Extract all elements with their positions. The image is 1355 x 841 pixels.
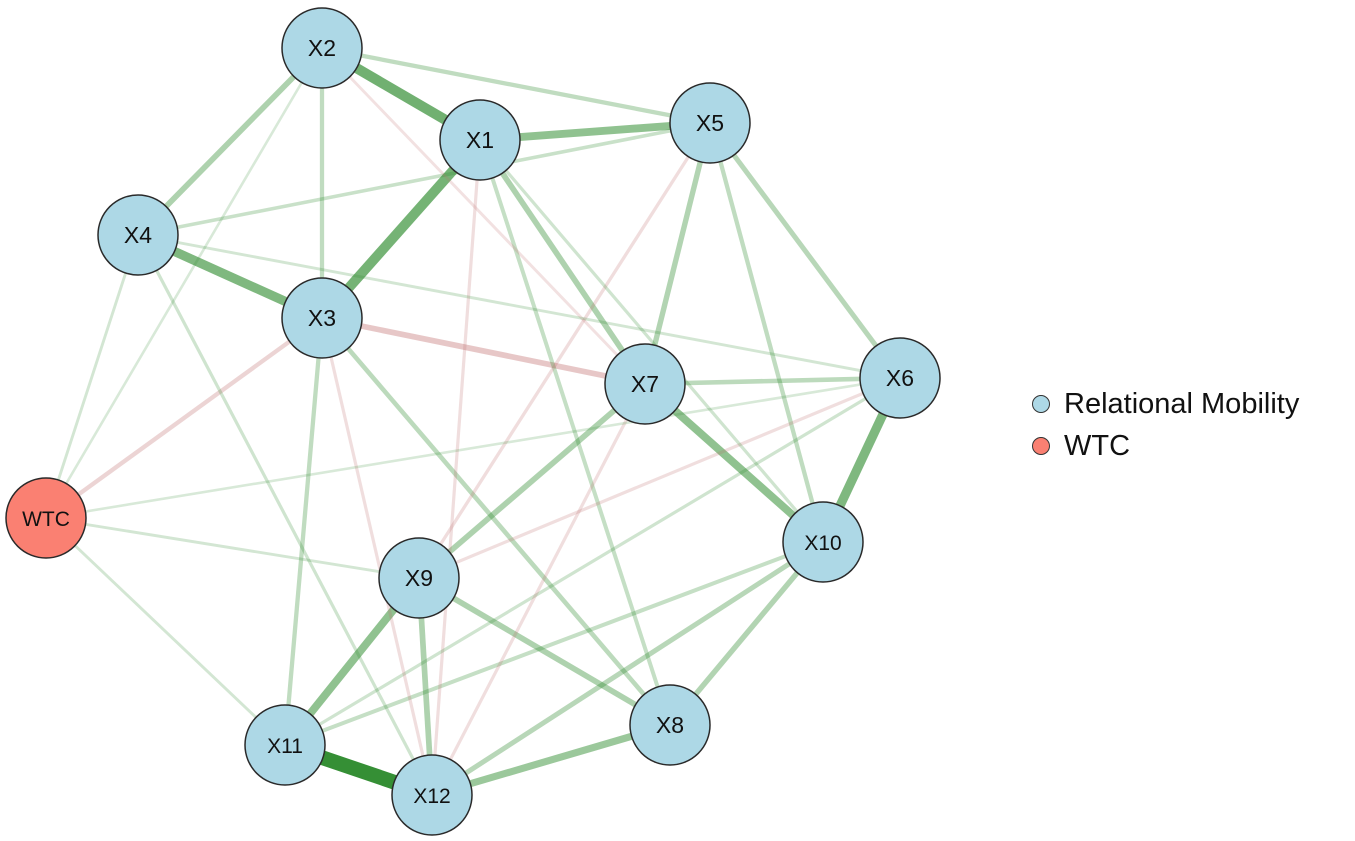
node-circle bbox=[378, 537, 460, 619]
edge-wtc-x4 bbox=[44, 234, 140, 519]
node-x7: X7 bbox=[604, 343, 686, 425]
edge-x1-x7 bbox=[477, 138, 648, 386]
edge-x9-x8 bbox=[417, 575, 672, 728]
legend-item-wtc: WTC bbox=[1032, 425, 1299, 467]
edge-x12-x8 bbox=[430, 721, 672, 799]
node-x4: X4 bbox=[97, 194, 179, 276]
node-circle bbox=[669, 82, 751, 164]
legend-label: Relational Mobility bbox=[1064, 387, 1300, 420]
edge-x3-x12 bbox=[320, 317, 434, 796]
node-label: X9 bbox=[405, 565, 433, 591]
edge-x3-x7 bbox=[321, 315, 646, 387]
node-label: X5 bbox=[696, 110, 724, 136]
edge-x2-x4 bbox=[135, 46, 325, 237]
node-label: X3 bbox=[308, 305, 336, 331]
legend-dot-icon bbox=[1032, 395, 1050, 413]
node-circle bbox=[604, 343, 686, 425]
edge-x2-x7 bbox=[320, 46, 647, 386]
legend-label: WTC bbox=[1064, 429, 1131, 462]
node-x11: X11 bbox=[244, 704, 326, 786]
edge-x5-x7 bbox=[642, 122, 713, 385]
node-label: X7 bbox=[631, 371, 659, 397]
node-x5: X5 bbox=[669, 82, 751, 164]
edge-x2-wtc bbox=[44, 47, 324, 519]
node-x3: X3 bbox=[281, 277, 363, 359]
edge-wtc-x3 bbox=[44, 316, 324, 520]
node-x12: X12 bbox=[391, 754, 473, 836]
node-circle bbox=[97, 194, 179, 276]
edge-wtc-x11 bbox=[45, 516, 286, 747]
node-circle bbox=[391, 754, 473, 836]
legend-dot-icon bbox=[1032, 437, 1050, 455]
node-circle bbox=[859, 337, 941, 419]
legend: Relational Mobility WTC bbox=[1032, 383, 1299, 467]
edge-x5-x10 bbox=[707, 122, 826, 543]
node-circle bbox=[782, 501, 864, 583]
edge-x3-x8 bbox=[320, 316, 672, 727]
node-x8: X8 bbox=[629, 684, 711, 766]
node-circle bbox=[281, 7, 363, 89]
node-circle bbox=[629, 684, 711, 766]
edge-x7-x9 bbox=[417, 381, 647, 581]
node-label: X10 bbox=[804, 532, 841, 555]
node-circle bbox=[281, 277, 363, 359]
edge-x1-x12 bbox=[430, 139, 482, 796]
node-label: X2 bbox=[308, 35, 336, 61]
node-label: X1 bbox=[466, 127, 494, 153]
edge-x12-x10 bbox=[430, 539, 825, 798]
edge-x7-x6 bbox=[644, 375, 901, 387]
edge-x5-x9 bbox=[417, 122, 712, 579]
edge-x3-x11 bbox=[282, 317, 325, 746]
edge-x4-x12 bbox=[136, 234, 434, 796]
node-x6: X6 bbox=[859, 337, 941, 419]
node-label: X6 bbox=[886, 365, 914, 391]
node-circle bbox=[244, 704, 326, 786]
edge-x1-x10 bbox=[478, 138, 825, 544]
node-label: X4 bbox=[124, 222, 152, 248]
edge-x2-x5 bbox=[321, 45, 711, 126]
edge-x7-x12 bbox=[430, 383, 647, 796]
edge-x11-x10 bbox=[284, 540, 824, 747]
node-x9: X9 bbox=[378, 537, 460, 619]
legend-item-relational-mobility: Relational Mobility bbox=[1032, 383, 1299, 425]
edge-wtc-x6 bbox=[45, 376, 901, 520]
edge-x1-x8 bbox=[478, 139, 672, 726]
node-label: X8 bbox=[656, 712, 684, 738]
edge-x6-x11 bbox=[284, 376, 901, 747]
node-wtc: WTC bbox=[5, 477, 87, 559]
edge-x5-x6 bbox=[707, 121, 903, 380]
node-circle bbox=[439, 99, 521, 181]
node-label: WTC bbox=[22, 508, 70, 531]
node-label: X12 bbox=[413, 785, 450, 808]
node-label: X11 bbox=[267, 735, 303, 758]
node-x1: X1 bbox=[439, 99, 521, 181]
edge-x4-x5 bbox=[137, 121, 711, 237]
node-x10: X10 bbox=[782, 501, 864, 583]
edge-x4-x6 bbox=[137, 233, 901, 380]
edge-x6-x9 bbox=[418, 376, 901, 580]
node-circle bbox=[5, 477, 87, 559]
node-x2: X2 bbox=[281, 7, 363, 89]
edge-wtc-x9 bbox=[45, 516, 420, 580]
